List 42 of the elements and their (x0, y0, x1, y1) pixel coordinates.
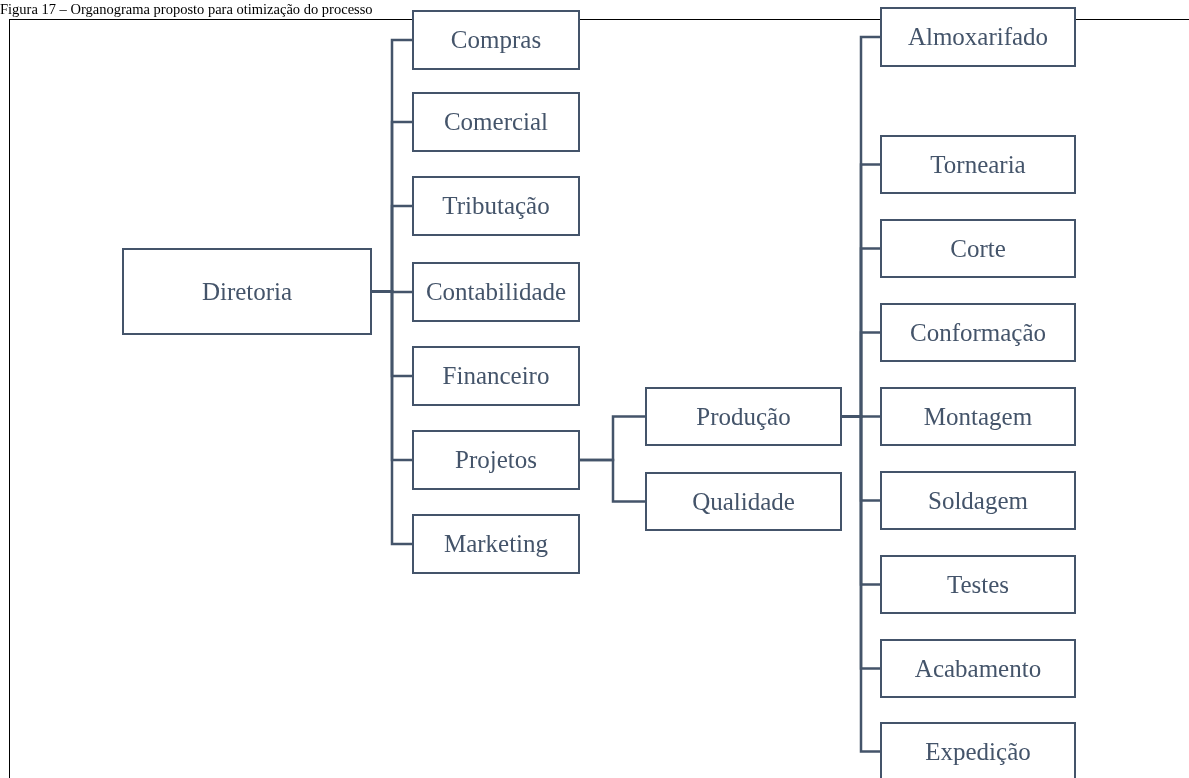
box-label: Montagem (923, 402, 1033, 431)
org-box (412, 92, 580, 152)
box-label: Marketing (443, 530, 549, 558)
org-box (412, 176, 580, 236)
box-label: Almoxarifado (907, 23, 1049, 51)
box-label: Compras (450, 26, 542, 54)
box-label: Conformação (909, 318, 1047, 347)
org-box (645, 472, 842, 531)
box-label: Corte (950, 234, 1006, 263)
box-label: Tornearia (930, 150, 1026, 179)
org-box (880, 387, 1076, 446)
box-label: Financeiro (442, 362, 550, 390)
box-label: Soldagem (928, 486, 1028, 515)
figure-title: Figura 17 – Organograma proposto para otimização do processo (0, 0, 373, 18)
org-box (880, 555, 1076, 614)
org-box (122, 248, 372, 335)
box-label: Tributação (442, 192, 550, 220)
org-box (412, 514, 580, 574)
box-label: Qualidade (692, 487, 795, 516)
box-label: Produção (696, 402, 791, 431)
box-label: Expedição (925, 737, 1031, 766)
connector-line (580, 458, 645, 503)
org-box (880, 639, 1076, 698)
box-label: Acabamento (914, 654, 1042, 683)
org-box (880, 722, 1076, 778)
box-label: Testes (946, 570, 1010, 599)
org-box (880, 135, 1076, 194)
connector-line (842, 415, 880, 753)
box-label: Contabilidade (425, 278, 567, 306)
box-label: Comercial (443, 108, 549, 136)
org-box (880, 7, 1076, 67)
org-box (880, 219, 1076, 278)
org-box (880, 303, 1076, 362)
org-box (880, 471, 1076, 530)
org-box (412, 262, 580, 322)
box-label: Diretoria (201, 277, 293, 306)
org-box (645, 387, 842, 446)
org-box (412, 430, 580, 490)
connector-line (372, 290, 412, 546)
org-box (412, 10, 580, 70)
org-box (412, 346, 580, 406)
box-label: Projetos (455, 446, 537, 474)
